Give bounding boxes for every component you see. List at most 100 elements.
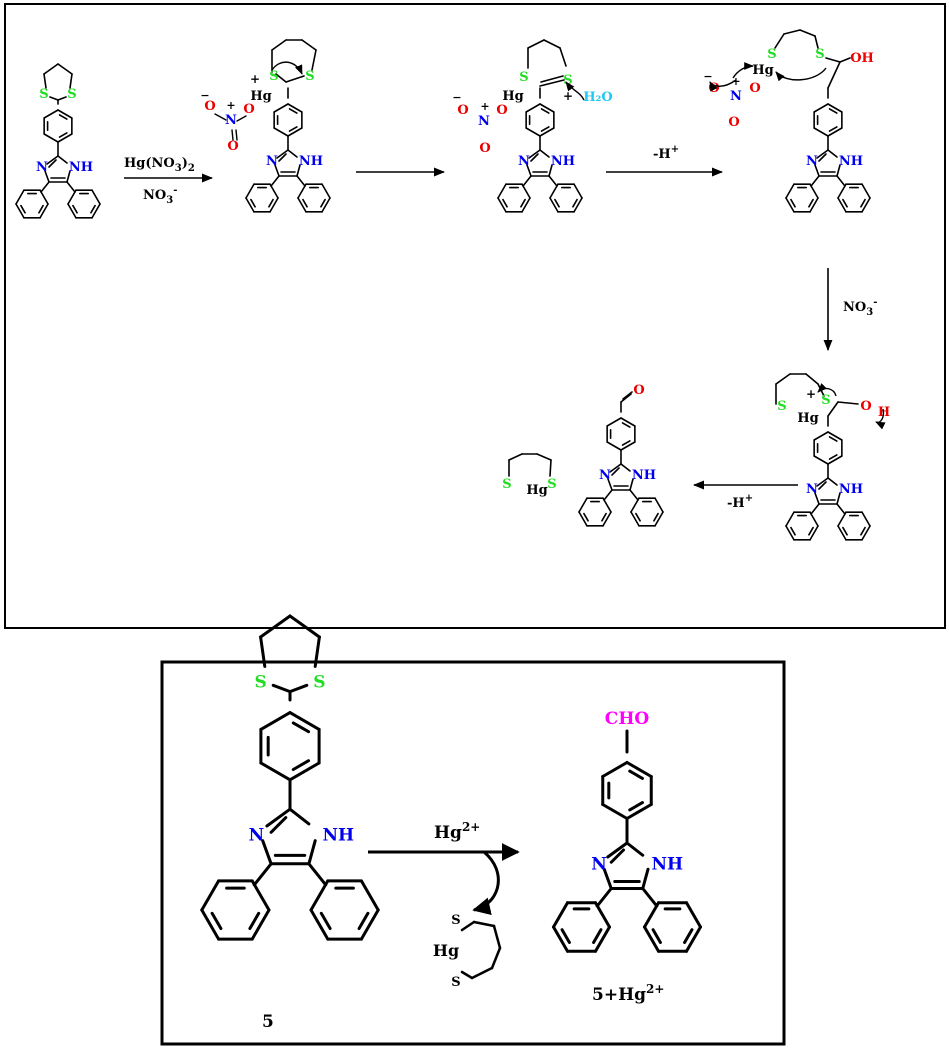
summary-reactant-phenyl bbox=[200, 908, 221, 941]
summary-product-phenyl bbox=[643, 901, 660, 929]
s-label: S bbox=[305, 69, 314, 84]
mol-3-phenyl bbox=[573, 197, 583, 213]
summary-curved-arrow bbox=[472, 850, 500, 916]
mol-1-ring bbox=[43, 73, 47, 89]
summary-product-ring bbox=[609, 848, 625, 864]
mol-5-ring bbox=[609, 463, 622, 473]
mol-3-phenyl bbox=[502, 198, 508, 208]
mol-5-phenyl bbox=[578, 497, 588, 513]
summary-reactant-phenyl bbox=[357, 911, 370, 931]
mol-3-bond bbox=[522, 175, 532, 187]
frag-bond bbox=[508, 453, 523, 461]
summary-product-ring bbox=[641, 867, 650, 890]
mol-2-ring bbox=[278, 153, 287, 162]
mol-5-phenyl bbox=[654, 511, 664, 527]
reagent-minus-proton-1: -H+ bbox=[653, 144, 679, 162]
mol-5-bond bbox=[629, 489, 639, 501]
frag-bond bbox=[492, 924, 502, 950]
frag-bond bbox=[235, 129, 238, 141]
mol-4-phenyl bbox=[809, 183, 819, 199]
mol-6-phenyl bbox=[837, 525, 847, 541]
mol-5-bond bbox=[603, 489, 613, 501]
s-label: S bbox=[777, 399, 786, 414]
mol-3-phenyl bbox=[521, 183, 531, 199]
frag-bond bbox=[539, 79, 565, 87]
summary-reactant-phenyl bbox=[200, 879, 221, 912]
mol-4-phenyl bbox=[785, 197, 795, 213]
mol-6-phenyl bbox=[837, 511, 847, 527]
s-label: S bbox=[547, 477, 556, 492]
summary-product-phenyl bbox=[552, 901, 569, 929]
mol-4-bond bbox=[810, 175, 820, 187]
mol-1-s-label: S bbox=[39, 87, 48, 102]
o-label: O bbox=[243, 102, 254, 117]
summary-product-phenyl bbox=[643, 925, 660, 953]
mol-6-phenyl bbox=[828, 454, 838, 460]
summary-reactant-ring bbox=[259, 614, 292, 639]
mol-3-phenyl bbox=[554, 198, 560, 208]
mol-1-phenyl bbox=[20, 204, 26, 214]
mol-5-ring bbox=[607, 478, 613, 491]
mol-5-phenyl bbox=[621, 422, 631, 428]
frag-bond bbox=[543, 39, 561, 49]
summary-reactant-ring bbox=[288, 614, 321, 639]
mol-4-phenyl bbox=[842, 198, 848, 208]
frag-bond bbox=[536, 453, 552, 461]
mol-2-phenyl bbox=[288, 108, 298, 114]
mol-4-phenyl bbox=[827, 103, 843, 113]
mol-3-ring bbox=[548, 164, 553, 177]
summary-product-phenyl bbox=[685, 901, 702, 929]
frag-bond bbox=[799, 29, 816, 37]
mol-5-phenyl bbox=[606, 417, 622, 427]
mol-4-phenyl bbox=[813, 103, 829, 113]
mol-2-phenyl bbox=[268, 198, 274, 208]
summary-reagent-hg: Hg2+ bbox=[434, 820, 480, 843]
summary-reactant-s-label: S bbox=[313, 672, 325, 692]
mol-1-phenyl bbox=[15, 189, 25, 205]
mol-2-phenyl bbox=[288, 126, 298, 132]
mol-5-ring bbox=[620, 463, 631, 472]
summary-reactant-ring bbox=[313, 635, 321, 668]
summary-reactant-nh-label: NH bbox=[322, 826, 354, 846]
summary-product-phenyl bbox=[601, 803, 629, 820]
summary-reactant-ring bbox=[288, 807, 311, 826]
charge: + bbox=[226, 99, 235, 112]
mol-5-phenyl bbox=[583, 512, 589, 522]
mol-5-phenyl bbox=[654, 497, 664, 513]
charge: + bbox=[731, 75, 740, 88]
summary-reactant-phenyl bbox=[248, 911, 261, 931]
mol-2-phenyl bbox=[245, 197, 255, 213]
mol-3-ring bbox=[539, 149, 550, 158]
curly-arrow-7 bbox=[709, 79, 737, 92]
mol-2-nh-label: NH bbox=[299, 154, 323, 169]
summary-product-cho-label: CHO bbox=[605, 709, 650, 729]
mol-3-phenyl bbox=[573, 183, 583, 199]
mol-3-n-label: N bbox=[518, 154, 530, 169]
mol-3-phenyl bbox=[572, 198, 578, 208]
reagent-nitrate-2: NO3- bbox=[843, 297, 877, 318]
mol-5-phenyl bbox=[630, 511, 640, 527]
mol-5-phenyl bbox=[630, 497, 640, 513]
summary-product-phenyl bbox=[628, 801, 644, 812]
mol-5-phenyl bbox=[578, 511, 588, 527]
summary-reactant-ring bbox=[307, 839, 317, 866]
summary-reactant-phenyl bbox=[250, 908, 271, 941]
mol-2-phenyl bbox=[320, 198, 326, 208]
mol-4-ring bbox=[816, 149, 829, 159]
mol-3-phenyl bbox=[497, 183, 507, 199]
mol-4-bond bbox=[836, 175, 846, 187]
charge: + bbox=[563, 89, 573, 103]
mol-4-phenyl bbox=[785, 183, 795, 199]
summary-product-phenyl bbox=[592, 928, 603, 944]
summary-reactant-ring bbox=[269, 816, 288, 834]
product-label: 5+Hg2+ bbox=[592, 982, 664, 1005]
summary-reactant-phenyl bbox=[319, 911, 332, 931]
mol-3-phenyl bbox=[540, 108, 550, 114]
mol-5-ring bbox=[611, 467, 620, 476]
mol-2-phenyl bbox=[245, 183, 255, 199]
mol-3-phenyl bbox=[540, 126, 550, 132]
charge: − bbox=[452, 91, 461, 104]
compound-label-5: 5 bbox=[262, 1012, 274, 1032]
reagent-hg-nitrate: Hg(NO3)2 bbox=[124, 156, 195, 174]
frag-bond bbox=[775, 373, 791, 385]
